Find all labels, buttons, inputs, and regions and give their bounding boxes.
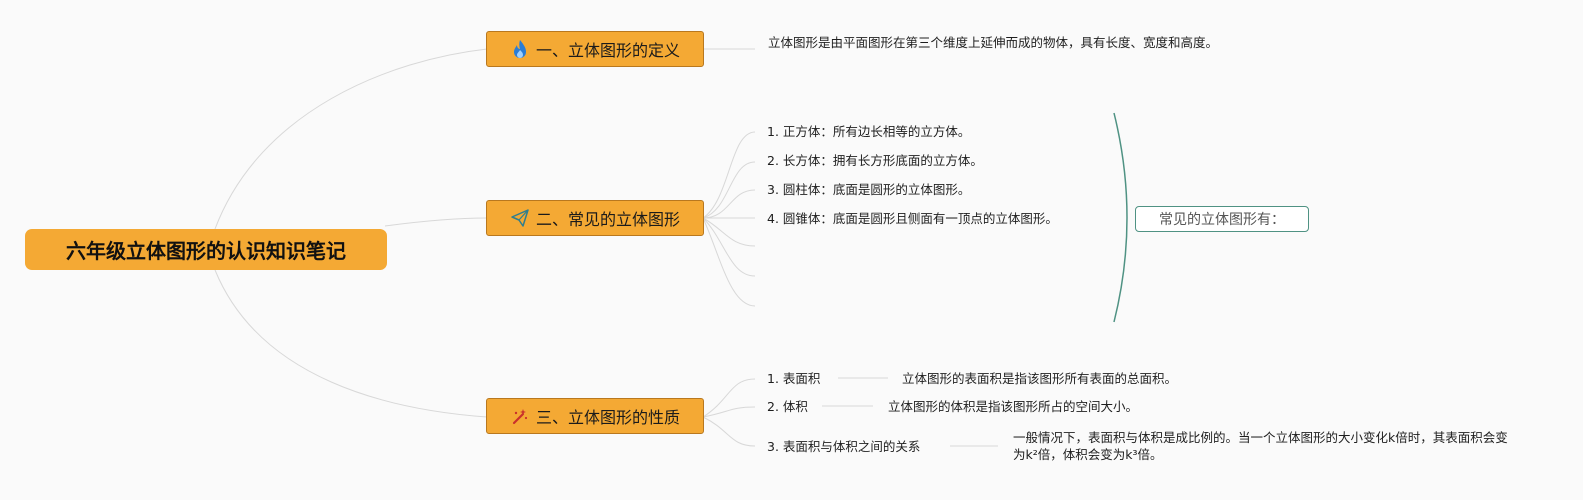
property-surface-area[interactable]: 1. 表面积 — [767, 371, 821, 386]
summary-box[interactable]: 常见的立体图形有： — [1135, 206, 1309, 232]
branch-2-to-extra-1-line — [702, 217, 756, 247]
magic-wand-icon — [510, 406, 530, 426]
solid-item-cone[interactable]: 4. 圆锥体：底面是圆形且侧面有一顶点的立体图形。 — [767, 211, 1058, 226]
branch-2-to-item-3-line — [702, 189, 756, 219]
branch-2-to-extra-3-line — [702, 217, 756, 307]
property-relation-detail: 一般情况下，表面积与体积是成比例的。当一个立体图形的大小变化k倍时，其表面积会变… — [1013, 430, 1508, 462]
branch-definition-label: 一、立体图形的定义 — [535, 41, 680, 60]
branch-3-to-item-2-line — [702, 406, 756, 418]
paper-plane-icon — [510, 208, 530, 228]
branch-common-solids[interactable]: 二、常见的立体图形 — [486, 200, 704, 236]
solid-item-cube[interactable]: 1. 正方体：所有边长相等的立方体。 — [767, 124, 971, 139]
branch-properties[interactable]: 三、立体图形的性质 — [486, 398, 704, 434]
fire-icon — [510, 39, 530, 59]
branch-3-to-item-3-line — [702, 416, 756, 447]
summary-label: 常见的立体图形有： — [1159, 212, 1285, 228]
definition-content: 立体图形是由平面图形在第三个维度上延伸而成的物体，具有长度、宽度和高度。 — [768, 35, 1219, 50]
branch-2-to-item-1-line — [702, 131, 756, 219]
property-volume-detail: 立体图形的体积是指该图形所占的空间大小。 — [888, 399, 1139, 414]
branch-definition[interactable]: 一、立体图形的定义 — [486, 31, 704, 67]
branch-2-to-extra-2-line — [702, 217, 756, 277]
summary-bracket — [1113, 112, 1128, 323]
branch-common-solids-label: 二、常见的立体图形 — [535, 210, 680, 229]
property-surface-area-detail: 立体图形的表面积是指该图形所有表面的总面积。 — [902, 371, 1178, 386]
branch-properties-label: 三、立体图形的性质 — [535, 408, 680, 427]
branch-2-to-item-2-line — [702, 161, 756, 219]
solid-item-cylinder[interactable]: 3. 圆柱体：底面是圆形的立体图形。 — [767, 182, 971, 197]
root-to-branch-1-line — [214, 48, 488, 230]
solid-item-cuboid[interactable]: 2. 长方体：拥有长方形底面的立方体。 — [767, 153, 983, 168]
branch-3-to-item-1-line — [702, 378, 756, 418]
property-relation[interactable]: 3. 表面积与体积之间的关系 — [767, 439, 921, 454]
property-volume[interactable]: 2. 体积 — [767, 399, 808, 414]
root-to-branch-2-line — [384, 217, 488, 227]
root-topic-label: 六年级立体图形的认识知识笔记 — [66, 239, 346, 263]
root-to-branch-3-line — [214, 269, 488, 418]
root-topic[interactable]: 六年级立体图形的认识知识笔记 — [25, 229, 387, 270]
